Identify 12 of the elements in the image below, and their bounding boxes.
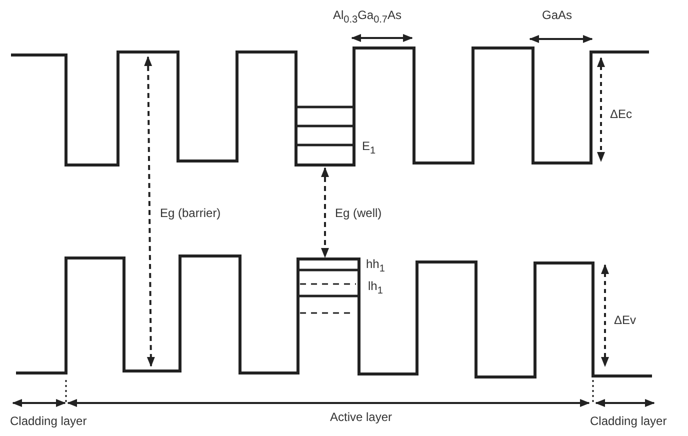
material-label: Al$_{0.3}$Ga$_{0.7}$As <box>333 8 402 28</box>
energy-level-label: hh$_{1}$ <box>366 257 385 276</box>
energy-level-label: E$_{1}$ <box>362 139 376 158</box>
layer-label: Cladding layer <box>590 414 667 428</box>
layer-label: Cladding layer <box>10 414 87 428</box>
energy-level-label: lh$_{1}$ <box>368 279 383 298</box>
material-label: GaAs <box>542 8 572 22</box>
energy-label: Eg (well) <box>335 206 382 220</box>
energy-label: ΔEc <box>610 107 632 121</box>
energy-label: ΔEv <box>614 313 636 327</box>
energy-label: Eg (barrier) <box>160 206 221 220</box>
layer-label: Active layer <box>330 410 392 424</box>
